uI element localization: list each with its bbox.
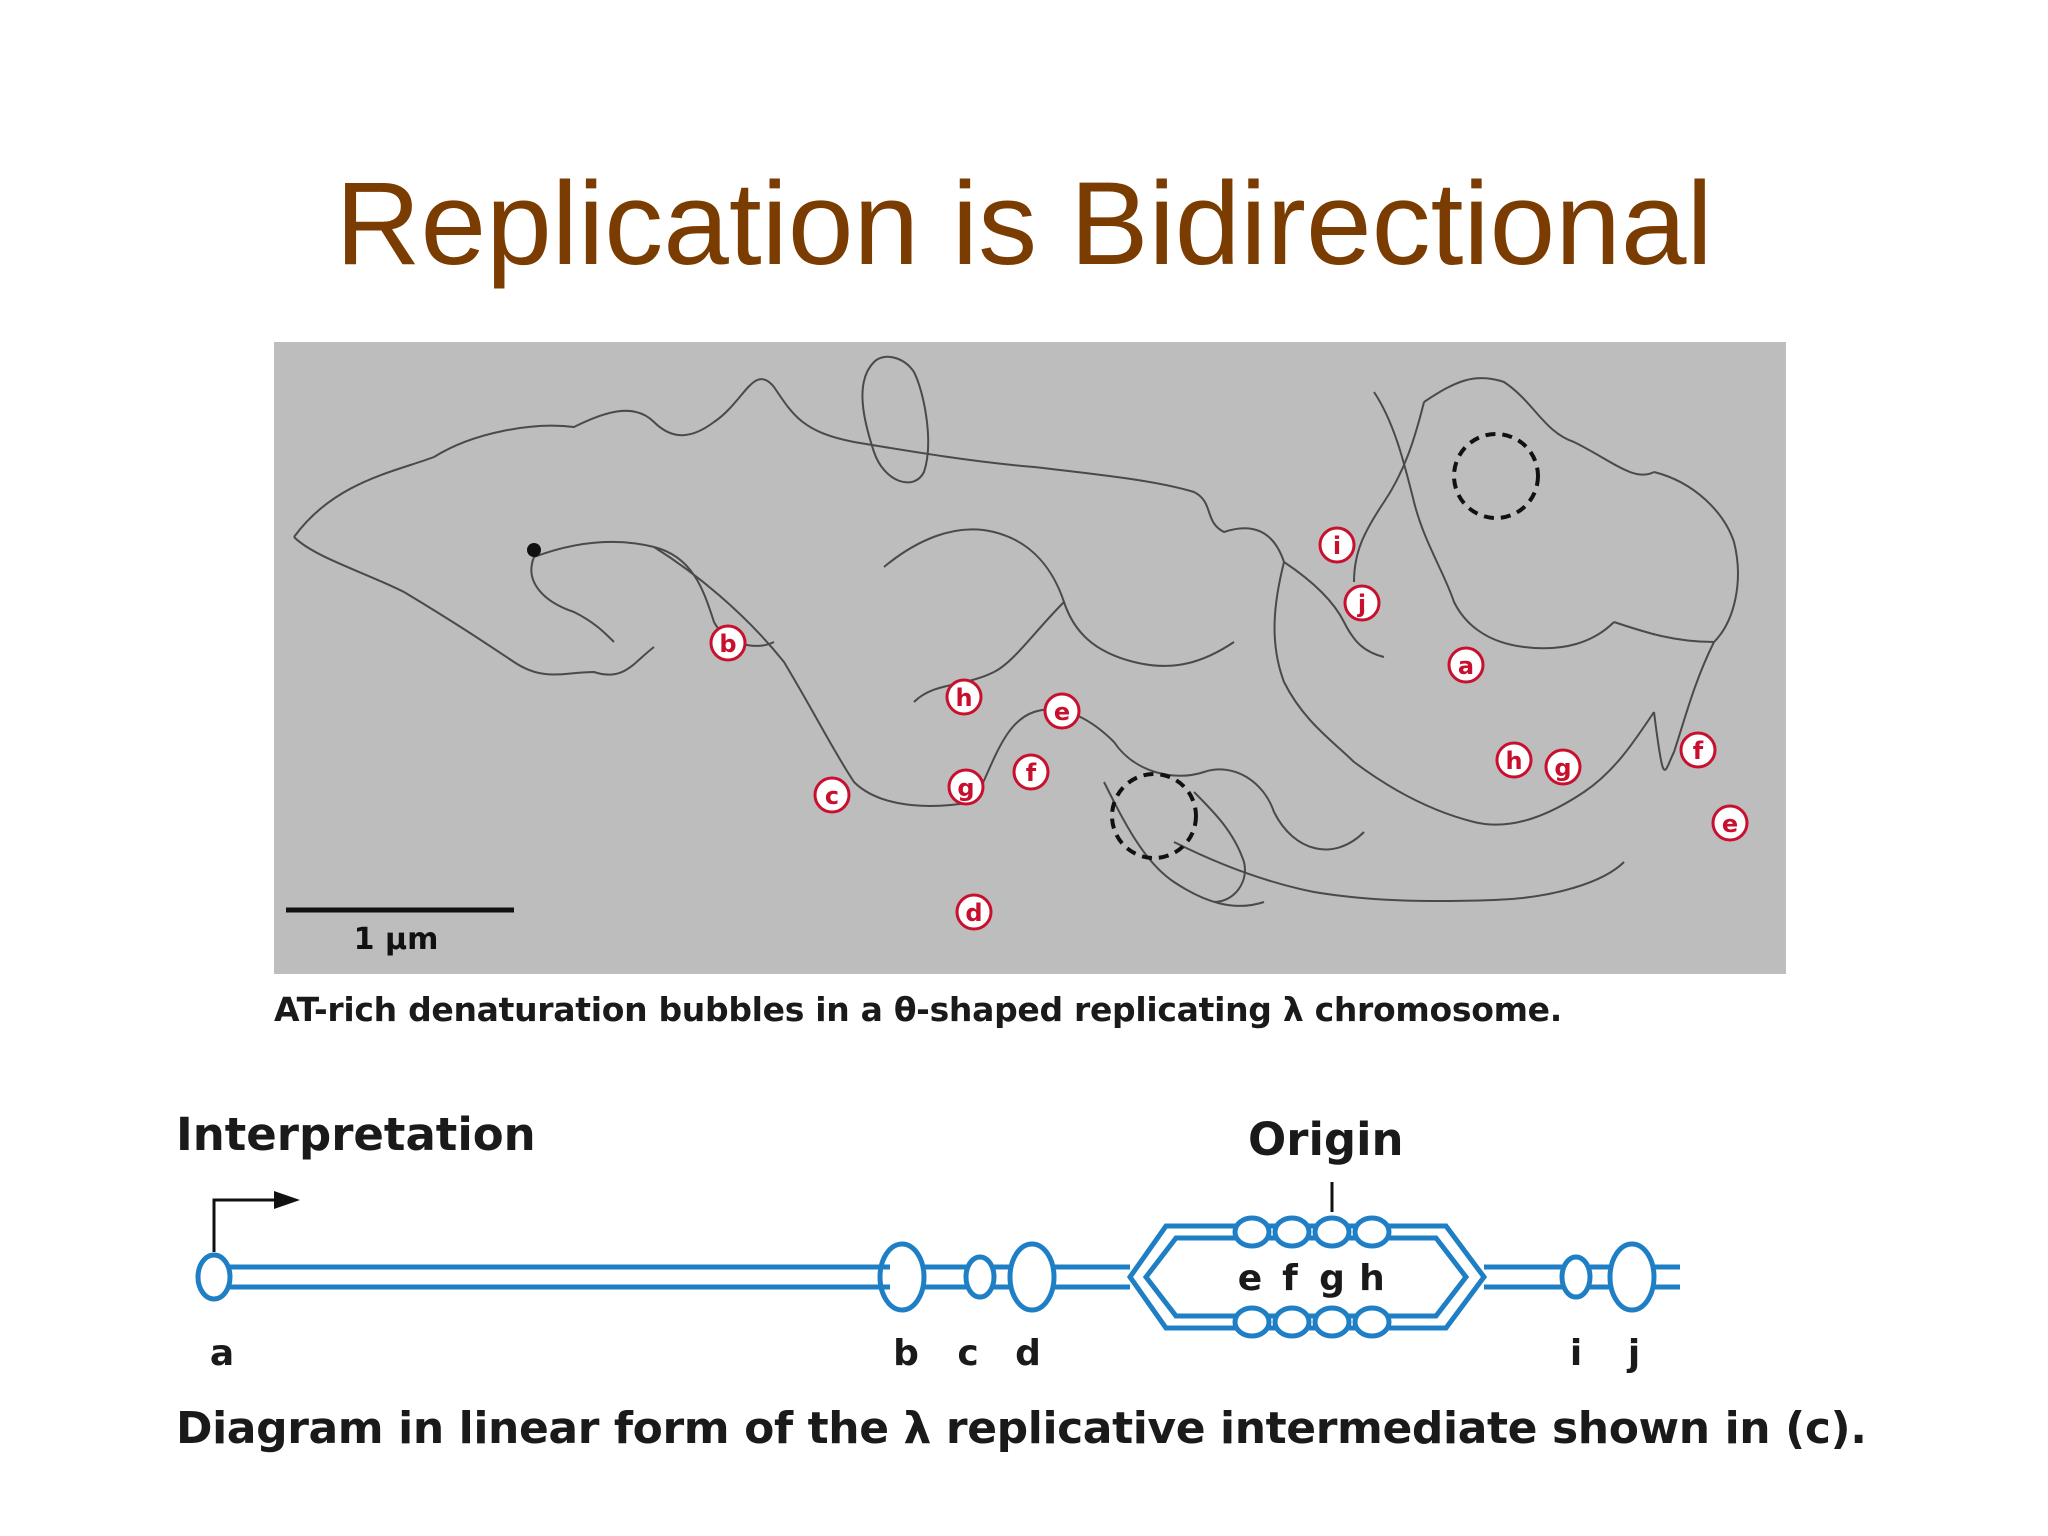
label-f: f [1282, 1258, 1298, 1299]
bubble-c [963, 1254, 997, 1300]
svg-text:b: b [719, 630, 736, 658]
bubble-b [877, 1241, 927, 1313]
bubble-label-e: e [1043, 692, 1081, 730]
bubble-d [1007, 1241, 1057, 1313]
label-g: g [1319, 1258, 1345, 1299]
linear-replication-diagram: a b c d e f g h i j [195, 1182, 1680, 1374]
replication-eye-outer [1126, 1223, 1488, 1331]
bubble-label-a: a [1447, 646, 1485, 684]
bubble-label-g: g [1544, 748, 1582, 786]
svg-text:h: h [955, 684, 972, 712]
bubble-e-bottom [1232, 1305, 1272, 1339]
bubble-label-b: b [709, 624, 747, 662]
svg-text:c: c [825, 782, 839, 810]
interpretation-heading: Interpretation [176, 1108, 536, 1161]
bubble-label-f: f [1679, 731, 1717, 769]
svg-text:e: e [1722, 810, 1738, 838]
bubble-h-top [1352, 1215, 1392, 1249]
origin-region-circle [1452, 432, 1540, 520]
bubble-h-bottom [1352, 1305, 1392, 1339]
bubble-label-f: f [1012, 753, 1050, 791]
label-b: b [893, 1333, 919, 1374]
svg-text:a: a [1458, 652, 1474, 680]
bubble-g-bottom [1312, 1305, 1352, 1339]
electron-micrograph: b c d e f g h i j a h g [274, 342, 1786, 974]
svg-text:j: j [1357, 590, 1366, 618]
bubble-f-bottom [1272, 1305, 1312, 1339]
bubble-a [195, 1252, 233, 1302]
svg-text:g: g [957, 774, 974, 802]
bubble-label-g: g [947, 768, 985, 806]
bubble-label-d: d [955, 893, 993, 931]
scale-bar-label: 1 µm [354, 922, 439, 957]
bubble-label-j: j [1343, 584, 1381, 622]
bubble-j [1607, 1241, 1657, 1313]
diagram-caption: Diagram in linear form of the λ replicat… [176, 1403, 1867, 1454]
svg-text:f: f [1693, 737, 1704, 765]
bubble-label-h: h [1495, 741, 1533, 779]
slide-title: Replication is Bidirectional [335, 158, 1713, 290]
svg-text:e: e [1054, 698, 1070, 726]
origin-label: Origin [1248, 1113, 1404, 1166]
label-j: j [1626, 1333, 1640, 1374]
bubble-f-top [1272, 1215, 1312, 1249]
bubble-label-i: i [1318, 526, 1356, 564]
label-c: c [957, 1333, 978, 1374]
bubble-label-c: c [813, 776, 851, 814]
label-e: e [1238, 1258, 1262, 1299]
micrograph-caption: AT-rich denaturation bubbles in a θ-shap… [274, 990, 1562, 1029]
replication-eye-inner [1142, 1235, 1470, 1319]
label-d: d [1015, 1333, 1041, 1374]
label-h: h [1359, 1258, 1385, 1299]
svg-text:h: h [1505, 747, 1522, 775]
bubble-label-h: h [945, 678, 983, 716]
dna-strand-tracing [293, 355, 1739, 907]
bubble-i [1559, 1254, 1593, 1300]
svg-text:d: d [965, 899, 982, 927]
bubble-label-e: e [1711, 804, 1749, 842]
svg-text:i: i [1333, 532, 1341, 560]
svg-text:g: g [1554, 754, 1571, 782]
svg-text:f: f [1026, 759, 1037, 787]
origin-region-circle [1110, 772, 1198, 860]
label-a: a [210, 1333, 234, 1374]
label-i: i [1570, 1333, 1582, 1374]
bubble-e-top [1232, 1215, 1272, 1249]
bubble-g-top [1312, 1215, 1352, 1249]
start-arrow [212, 1198, 280, 1252]
